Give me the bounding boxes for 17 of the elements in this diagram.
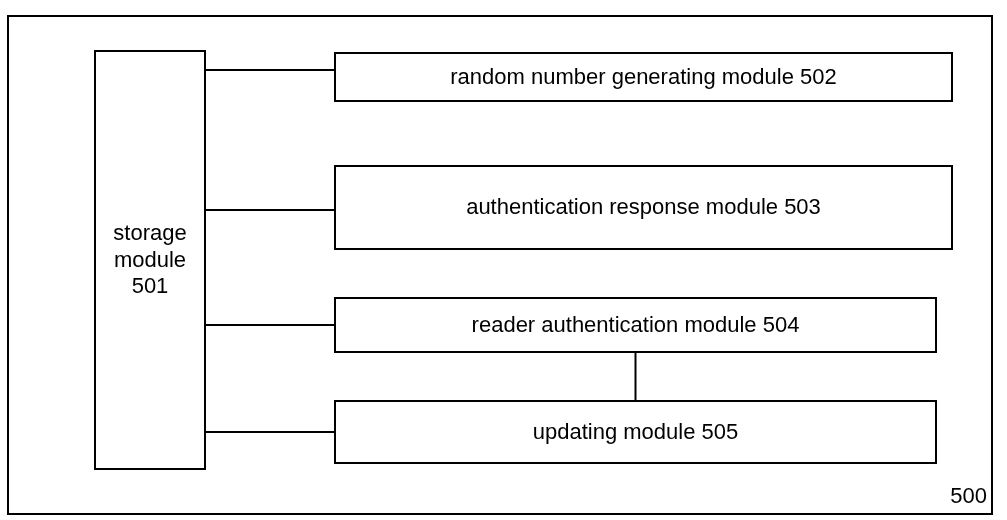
module-label: storage module 501 (112, 220, 188, 300)
module-box (94, 50, 206, 470)
module-box (334, 52, 953, 102)
connector-line (205, 324, 335, 326)
frame-box (7, 15, 993, 515)
module-box (334, 165, 953, 250)
connector-line (205, 431, 335, 433)
connector-line (634, 352, 637, 401)
connector-line (205, 209, 335, 211)
module-label: reader authentication module 504 (470, 311, 801, 339)
figure-number: 500 (950, 482, 987, 509)
module-label: updating module 505 (531, 418, 740, 446)
module-box (334, 297, 937, 353)
connector-line (205, 69, 335, 71)
module-box (334, 400, 937, 464)
module-label: authentication response module 503 (465, 194, 822, 221)
module-label: random number generating module 502 (449, 63, 838, 91)
